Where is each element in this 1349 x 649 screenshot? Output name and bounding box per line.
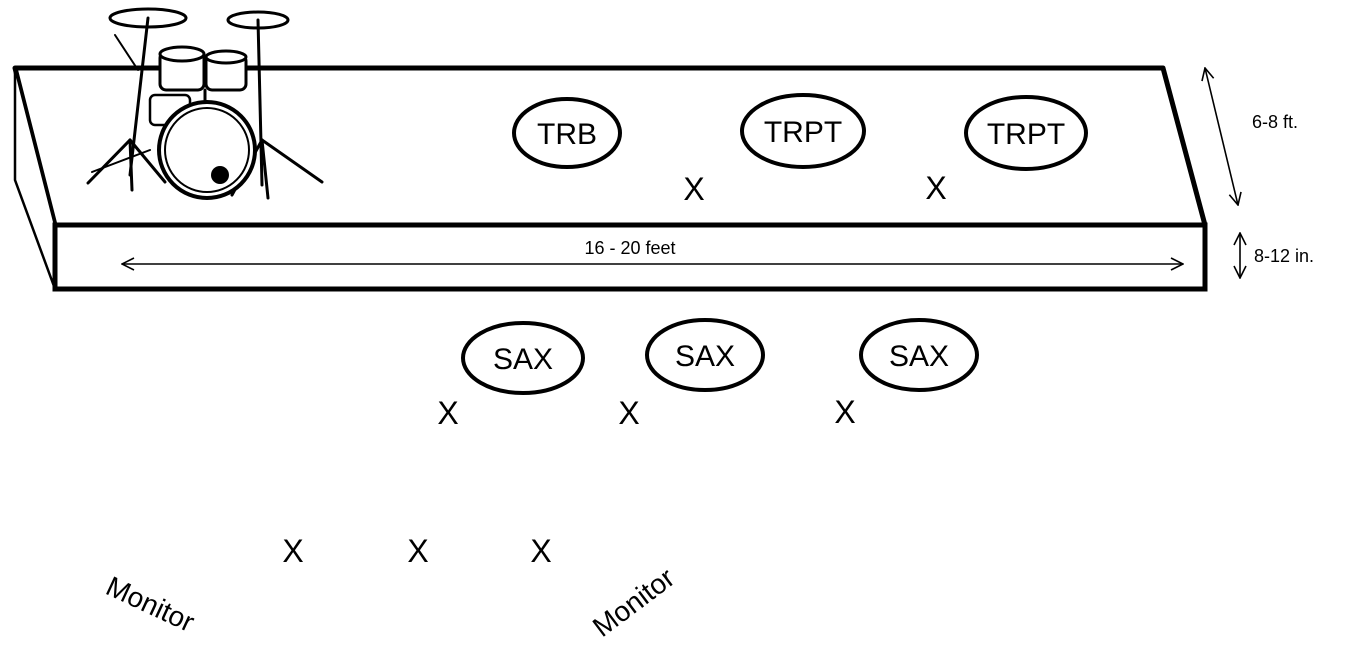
instrument-sax-2: SAX: [645, 318, 765, 392]
instrument-label: TRB: [537, 118, 597, 151]
stage-depth-label: 6-8 ft.: [1252, 112, 1298, 132]
stage-height-dimension: 8-12 in.: [1240, 233, 1314, 278]
mic-position-mark: X: [282, 533, 303, 569]
instrument-label: SAX: [493, 343, 553, 376]
mic-position-mark: X: [407, 533, 428, 569]
instrument-sax-3: SAX: [859, 318, 979, 392]
mic-position-mark: X: [437, 395, 458, 431]
mic-position-mark: X: [683, 171, 704, 207]
mic-position-mark: X: [925, 170, 946, 206]
instrument-label: SAX: [889, 340, 949, 373]
instrument-label: TRPT: [987, 118, 1065, 151]
instrument-label: TRPT: [764, 116, 842, 149]
instrument-trpt-1: TRPT: [740, 93, 866, 169]
monitor-right-label: Monitor: [587, 562, 680, 643]
monitor-left-label: Monitor: [101, 570, 199, 638]
instrument-trpt-2: TRPT: [964, 95, 1088, 171]
mic-position-mark: X: [618, 395, 639, 431]
mic-position-mark: X: [834, 394, 855, 430]
drum-kit-icon: [86, 7, 324, 200]
stage-height-label: 8-12 in.: [1254, 246, 1314, 266]
stage-width-dimension: 16 - 20 feet: [122, 238, 1183, 264]
mic-position-mark: X: [530, 533, 551, 569]
stage-width-label: 16 - 20 feet: [584, 238, 675, 258]
front-row-instruments: SAX SAX SAX: [461, 318, 979, 395]
instrument-trb: TRB: [512, 97, 622, 169]
stage-front-face: [52, 222, 1208, 292]
instrument-sax-1: SAX: [461, 321, 585, 395]
stage-depth-dimension: 6-8 ft.: [1205, 68, 1298, 205]
back-row-instruments: TRB TRPT TRPT: [512, 93, 1088, 171]
instrument-label: SAX: [675, 340, 735, 373]
